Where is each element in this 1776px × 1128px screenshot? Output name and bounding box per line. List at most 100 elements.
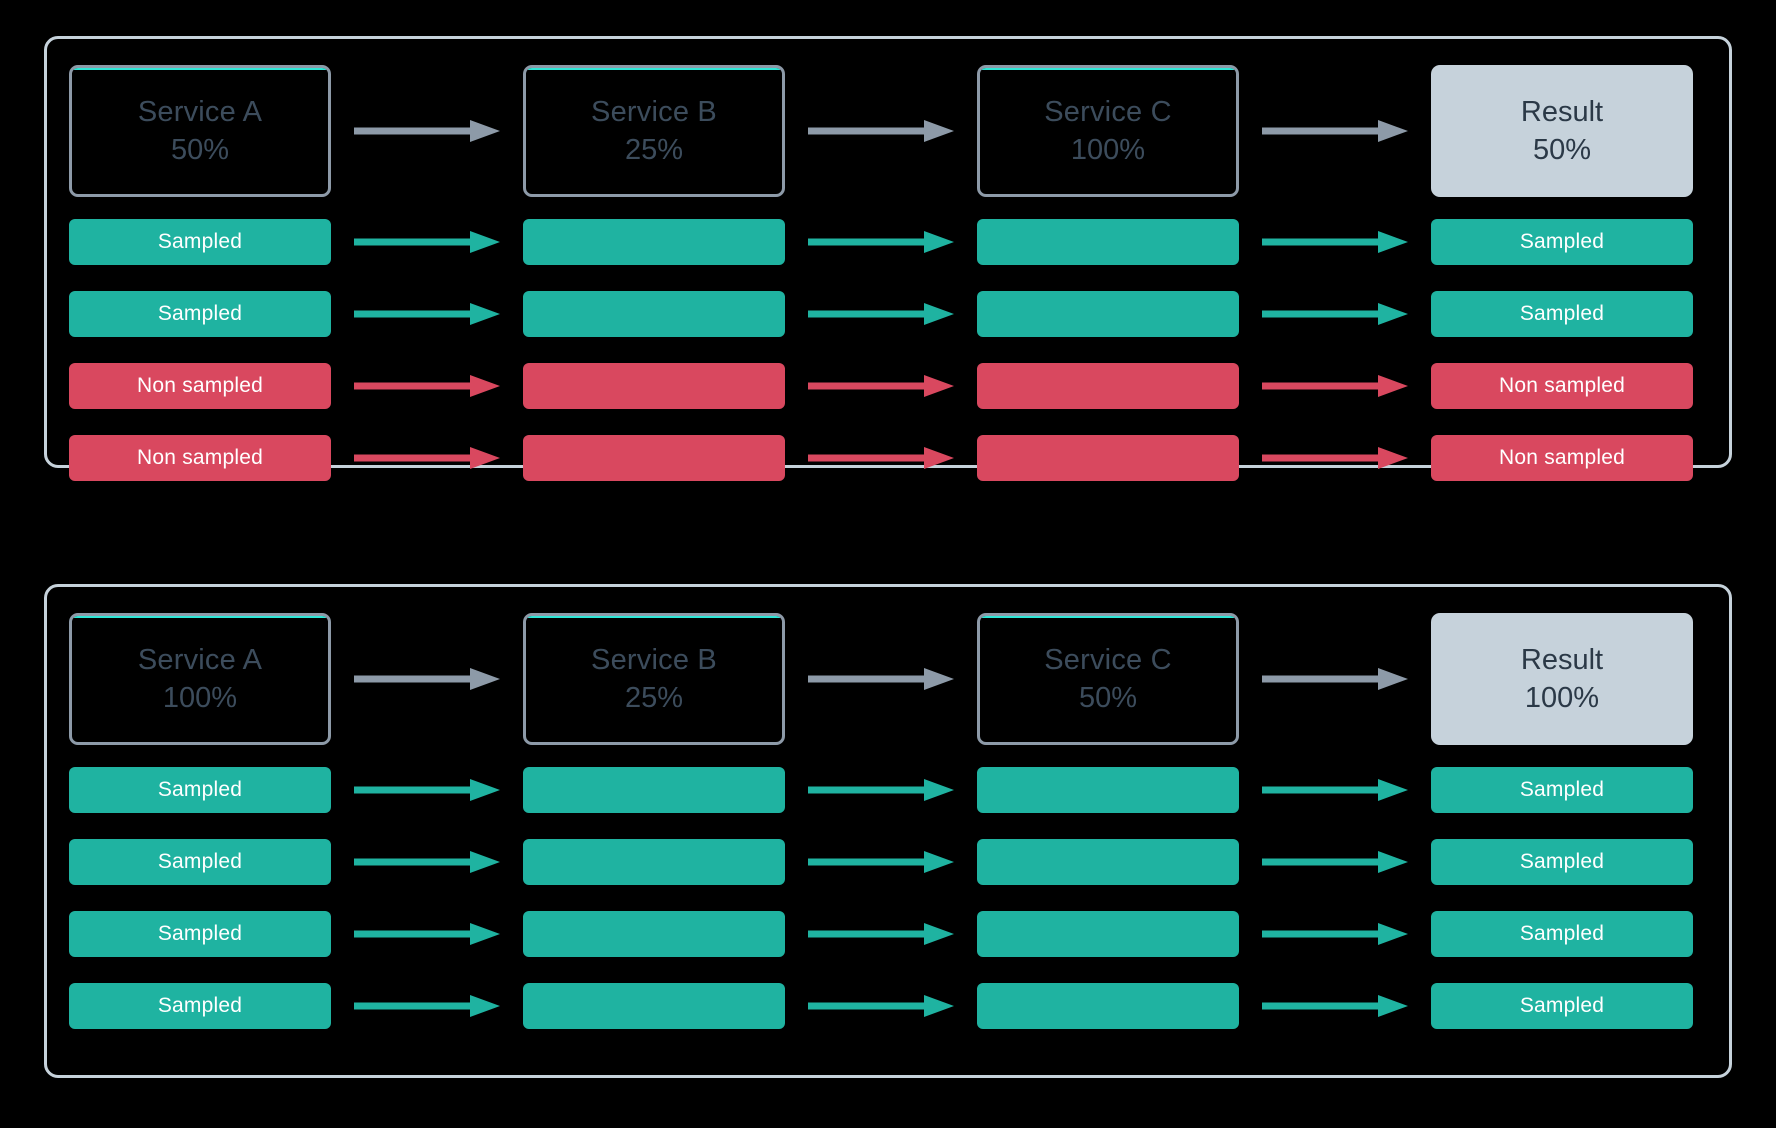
arrow-right-icon xyxy=(1239,849,1431,875)
row-spacer xyxy=(69,345,1707,355)
result-box[interactable]: Result 100% xyxy=(1431,613,1693,745)
row-spacer xyxy=(69,893,1707,903)
arrow-right-icon xyxy=(331,666,523,692)
status-bar-sampled[interactable]: Sampled xyxy=(69,219,331,265)
status-bar-label: Sampled xyxy=(1519,994,1605,1017)
service-name: Service C xyxy=(1044,95,1172,128)
result-percent: 100% xyxy=(1524,682,1600,714)
status-bar-sampled[interactable]: Sampled xyxy=(1431,291,1693,337)
status-bar-non-sampled[interactable] xyxy=(977,363,1239,409)
service-percent: 25% xyxy=(624,682,684,714)
row-spacer xyxy=(69,749,1707,759)
status-bar-sampled[interactable] xyxy=(523,291,785,337)
status-bar-label: Non sampled xyxy=(1499,446,1625,469)
status-bar-non-sampled[interactable]: Non sampled xyxy=(1431,363,1693,409)
arrow-right-icon xyxy=(785,921,977,947)
arrow-right-icon xyxy=(785,373,977,399)
service-percent: 100% xyxy=(1070,134,1146,166)
arrow-right-icon xyxy=(331,301,523,327)
status-bar-non-sampled[interactable]: Non sampled xyxy=(1431,435,1693,481)
status-bar-sampled[interactable] xyxy=(523,911,785,957)
status-bar-label: Sampled xyxy=(1519,778,1605,801)
service-percent: 50% xyxy=(170,134,230,166)
panel-top: Service A 50% Service B 25% Service C 100% Res… xyxy=(44,36,1732,481)
trace-row: Sampled Sampled xyxy=(69,831,1707,893)
status-bar-sampled[interactable]: Sampled xyxy=(69,767,331,813)
status-bar-sampled[interactable]: Sampled xyxy=(69,983,331,1029)
trace-row: Sampled Sampled xyxy=(69,759,1707,821)
arrow-right-icon xyxy=(1239,229,1431,255)
arrow-right-icon xyxy=(1239,373,1431,399)
status-bar-non-sampled[interactable] xyxy=(977,435,1239,481)
status-bar-sampled[interactable]: Sampled xyxy=(1431,983,1693,1029)
status-bar-label: Sampled xyxy=(157,302,243,325)
status-bar-sampled[interactable] xyxy=(523,839,785,885)
status-bar-sampled[interactable] xyxy=(523,983,785,1029)
status-bar-non-sampled[interactable] xyxy=(523,363,785,409)
status-bar-non-sampled[interactable] xyxy=(523,435,785,481)
status-bar-sampled[interactable] xyxy=(523,767,785,813)
trace-row: Sampled Sampled xyxy=(69,903,1707,965)
arrow-right-icon xyxy=(785,777,977,803)
status-bar-label: Sampled xyxy=(157,850,243,873)
row-spacer xyxy=(69,965,1707,975)
trace-row: Sampled Sampled xyxy=(69,283,1707,345)
status-bar-sampled[interactable]: Sampled xyxy=(1431,219,1693,265)
status-bar-sampled[interactable]: Sampled xyxy=(69,291,331,337)
result-name: Result xyxy=(1520,95,1604,128)
arrow-right-icon xyxy=(785,229,977,255)
arrow-right-icon xyxy=(331,118,523,144)
service-box-service-c[interactable]: Service C 100% xyxy=(977,65,1239,197)
row-spacer xyxy=(69,273,1707,283)
row-spacer xyxy=(69,417,1707,427)
status-bar-sampled[interactable] xyxy=(977,219,1239,265)
status-bar-label: Sampled xyxy=(1519,302,1605,325)
service-box-service-b[interactable]: Service B 25% xyxy=(523,65,785,197)
status-bar-sampled[interactable]: Sampled xyxy=(1431,839,1693,885)
arrow-right-icon xyxy=(785,849,977,875)
status-bar-sampled[interactable] xyxy=(977,767,1239,813)
arrow-right-icon xyxy=(1239,993,1431,1019)
status-bar-sampled[interactable]: Sampled xyxy=(69,911,331,957)
status-bar-sampled[interactable] xyxy=(977,911,1239,957)
service-name: Service C xyxy=(1044,643,1172,676)
status-bar-sampled[interactable] xyxy=(977,839,1239,885)
service-box-service-a[interactable]: Service A 50% xyxy=(69,65,331,197)
trace-row: Non sampled Non sampled xyxy=(69,355,1707,417)
status-bar-sampled[interactable] xyxy=(977,291,1239,337)
status-bar-label: Sampled xyxy=(157,922,243,945)
status-bar-label: Non sampled xyxy=(137,374,263,397)
status-bar-sampled[interactable]: Sampled xyxy=(1431,767,1693,813)
trace-row: Sampled Sampled xyxy=(69,211,1707,273)
status-bar-label: Sampled xyxy=(157,994,243,1017)
status-bar-sampled[interactable]: Sampled xyxy=(69,839,331,885)
trace-row: Sampled Sampled xyxy=(69,975,1707,1037)
service-name: Service B xyxy=(591,95,717,128)
status-bar-label: Sampled xyxy=(1519,850,1605,873)
arrow-right-icon xyxy=(331,921,523,947)
result-box[interactable]: Result 50% xyxy=(1431,65,1693,197)
arrow-right-icon xyxy=(785,301,977,327)
result-name: Result xyxy=(1520,643,1604,676)
service-name: Service A xyxy=(137,643,263,676)
arrow-right-icon xyxy=(1239,118,1431,144)
status-bar-non-sampled[interactable]: Non sampled xyxy=(69,435,331,481)
status-bar-label: Sampled xyxy=(157,778,243,801)
arrow-right-icon xyxy=(1239,921,1431,947)
result-percent: 50% xyxy=(1532,134,1592,166)
arrow-right-icon xyxy=(331,229,523,255)
arrow-right-icon xyxy=(1239,301,1431,327)
status-bar-non-sampled[interactable]: Non sampled xyxy=(69,363,331,409)
service-percent: 25% xyxy=(624,134,684,166)
arrow-right-icon xyxy=(331,373,523,399)
status-bar-sampled[interactable] xyxy=(523,219,785,265)
arrow-right-icon xyxy=(785,445,977,471)
service-name: Service A xyxy=(137,95,263,128)
status-bar-sampled[interactable] xyxy=(977,983,1239,1029)
status-bar-sampled[interactable]: Sampled xyxy=(1431,911,1693,957)
